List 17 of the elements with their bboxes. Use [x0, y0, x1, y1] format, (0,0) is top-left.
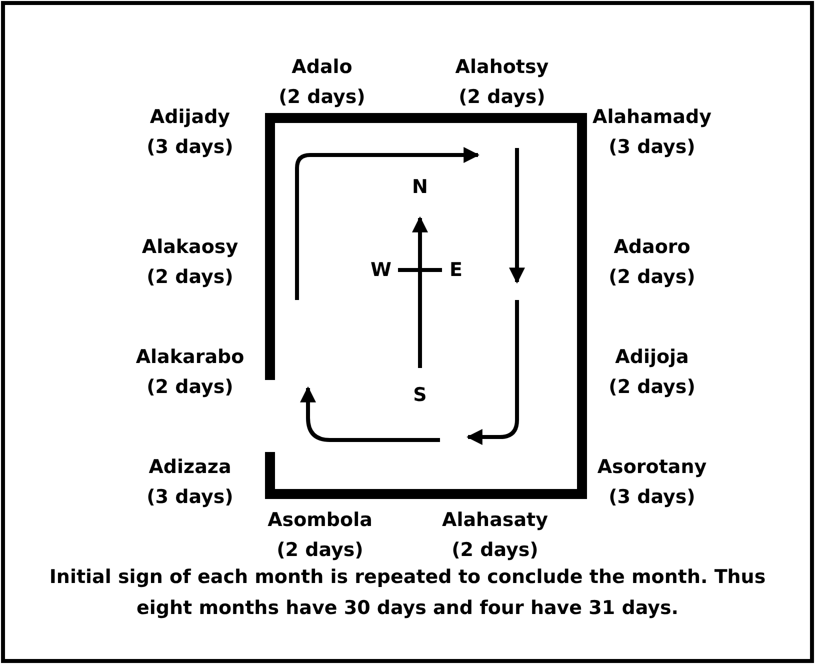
- month-label: Adaoro (2 days): [608, 235, 696, 290]
- month-label: Adizaza (3 days): [146, 455, 234, 510]
- month-label: Alahasaty (2 days): [442, 508, 548, 563]
- month-label: Alahamady (3 days): [592, 105, 712, 160]
- compass-letter: N: [411, 175, 429, 200]
- month-label: Adijoja (2 days): [608, 345, 696, 400]
- month-label: Alahotsy (2 days): [455, 55, 549, 110]
- compass-letter: S: [412, 383, 428, 408]
- month-label: Adijady (3 days): [146, 105, 234, 160]
- month-label: Asombola (2 days): [268, 508, 372, 563]
- month-label: Asorotany (3 days): [597, 455, 707, 510]
- compass-letter: W: [370, 258, 392, 283]
- compass-letter: E: [448, 258, 464, 283]
- month-label: Alakaosy (2 days): [142, 235, 238, 290]
- month-label: Alakarabo (2 days): [136, 345, 244, 400]
- caption: Initial sign of each month is repeated to conclude the month. Thus eight months have 30 days and four have 31 days.: [48, 565, 767, 621]
- month-label: Adalo (2 days): [278, 55, 366, 110]
